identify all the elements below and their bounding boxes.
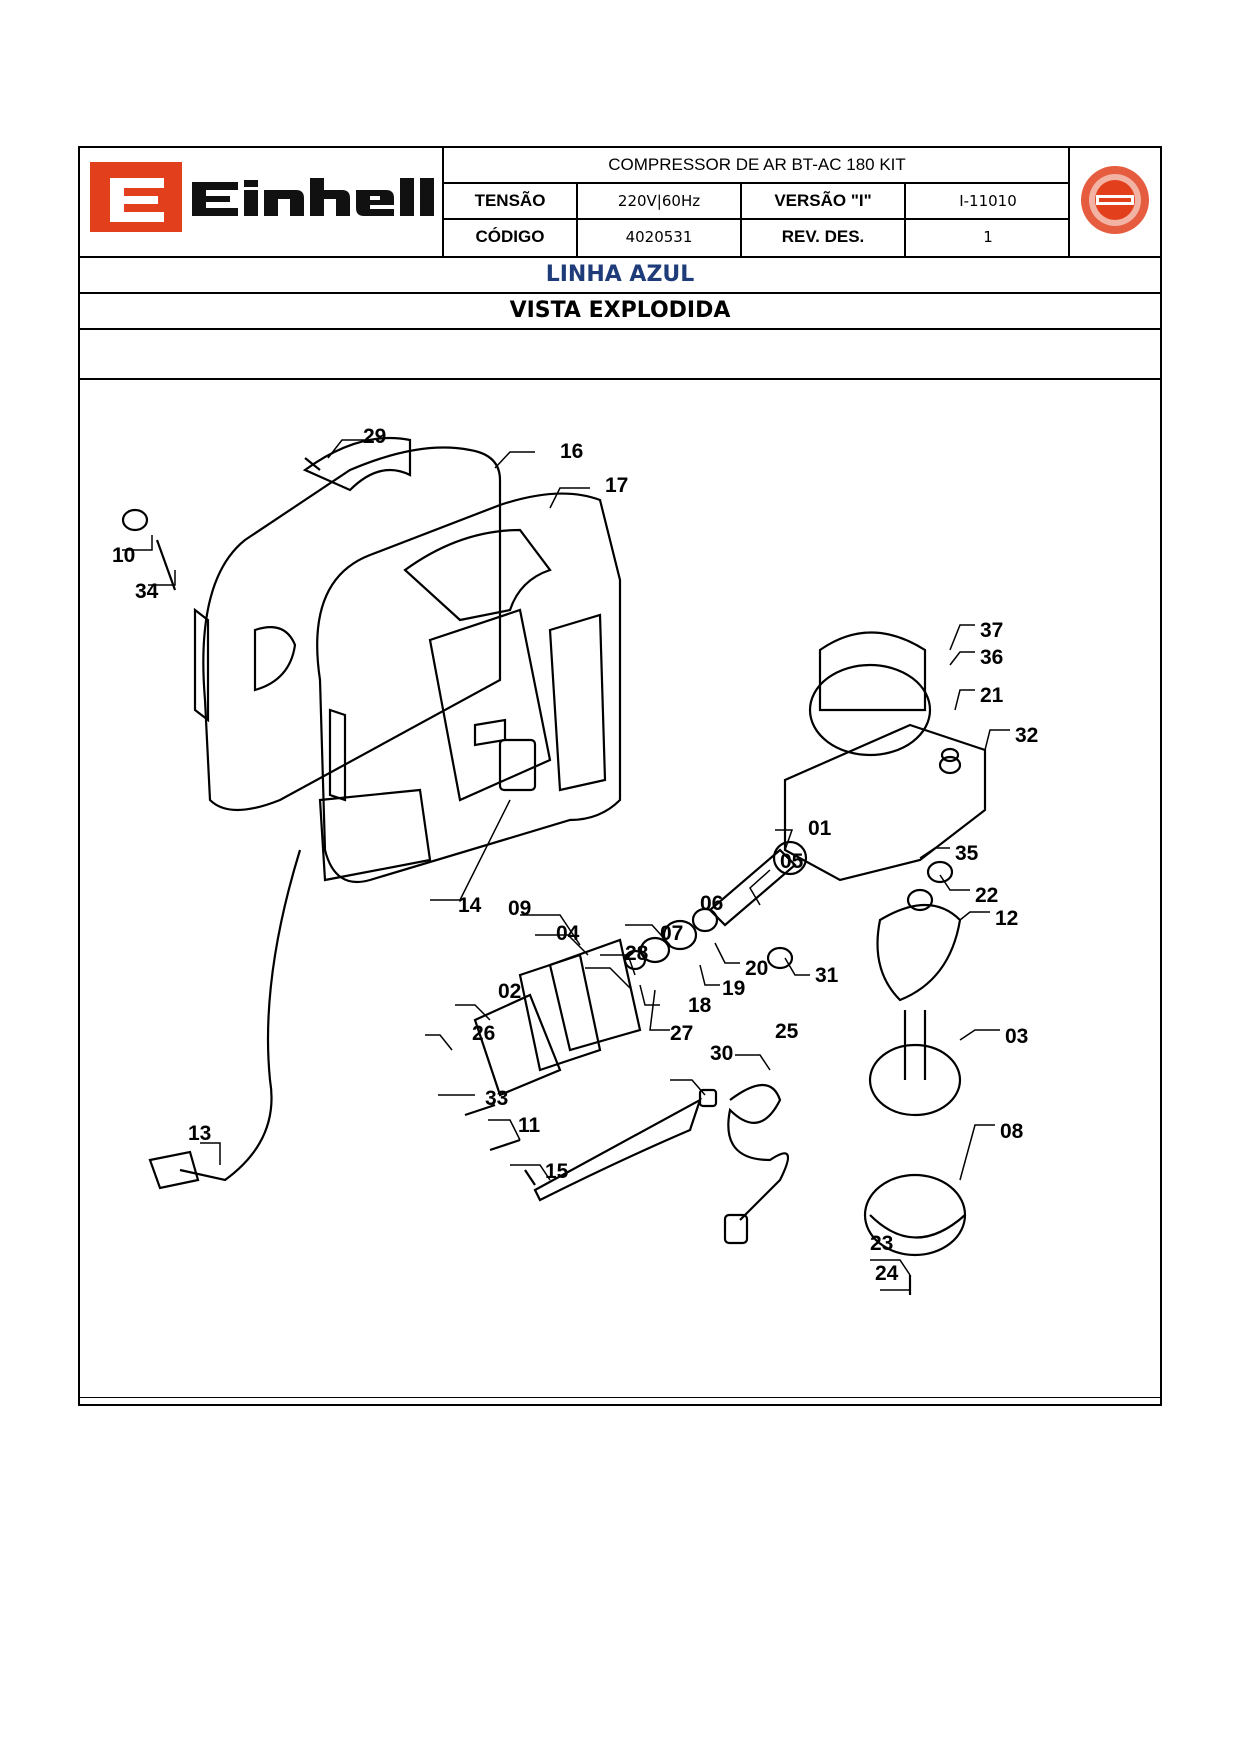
datasheet: COMPRESSOR DE AR BT-AC 180 KIT TENSÃO 22…	[78, 146, 1162, 1406]
exploded-view: 29 16 17 10 34 14 13 09 04 28 07 06 05 0…	[80, 380, 1160, 1402]
callout-33: 33	[485, 1087, 508, 1110]
callout-27: 27	[670, 1022, 693, 1045]
callout-01: 01	[808, 817, 832, 840]
callout-37: 37	[980, 619, 1003, 642]
logo-cell	[80, 148, 444, 256]
rev-label: REV. DES.	[742, 220, 906, 256]
header-row-tensao: TENSÃO 220V|60Hz VERSÃO "I" I-11010	[444, 184, 1070, 220]
callout-10: 10	[112, 544, 135, 567]
callout-34: 34	[135, 580, 159, 603]
callout-12: 12	[995, 907, 1018, 930]
callout-15: 15	[545, 1160, 569, 1183]
callout-16: 16	[560, 440, 583, 463]
authorized-service-seal	[1081, 166, 1149, 234]
callout-22: 22	[975, 884, 998, 907]
callout-09: 09	[508, 897, 531, 920]
callout-18: 18	[688, 994, 712, 1017]
callout-25: 25	[775, 1020, 799, 1043]
blank-row	[80, 330, 1160, 380]
leader-lines	[122, 439, 1010, 1291]
callout-23: 23	[870, 1232, 893, 1255]
callout-20: 20	[745, 957, 768, 980]
callout-13: 13	[188, 1122, 211, 1145]
callout-05: 05	[780, 850, 804, 873]
callout-32: 32	[1015, 724, 1038, 747]
seal-cell	[1068, 148, 1160, 256]
callout-17: 17	[605, 474, 628, 497]
vista-row: VISTA EXPLODIDA	[80, 294, 1160, 330]
rev-value: 1	[983, 228, 993, 246]
callout-28: 28	[625, 942, 649, 965]
callout-26: 26	[472, 1022, 495, 1045]
versao-label: VERSÃO "I"	[742, 184, 906, 218]
callout-06: 06	[700, 892, 723, 915]
callout-29: 29	[363, 425, 386, 448]
callout-08: 08	[1000, 1120, 1024, 1143]
tensao-value: 220V|60Hz	[578, 184, 742, 218]
callout-04: 04	[556, 922, 580, 945]
codigo-label: CÓDIGO	[444, 220, 578, 256]
callout-07: 07	[660, 922, 683, 945]
linha-row: LINHA AZUL	[80, 258, 1160, 294]
tensao-label: TENSÃO	[444, 184, 578, 218]
product-title: COMPRESSOR DE AR BT-AC 180 KIT	[444, 148, 1070, 184]
bottom-rule	[80, 1397, 1160, 1398]
part-outlines	[121, 436, 987, 1295]
exploded-view-drawing: 29 16 17 10 34 14 13 09 04 28 07 06 05 0…	[112, 425, 1038, 1295]
header-info: COMPRESSOR DE AR BT-AC 180 KIT TENSÃO 22…	[444, 148, 1070, 256]
callout-36: 36	[980, 646, 1003, 669]
callout-19: 19	[722, 977, 745, 1000]
header-row-codigo: CÓDIGO 4020531 REV. DES. 1	[444, 220, 1070, 256]
callout-24: 24	[875, 1262, 899, 1285]
callout-labels: 29 16 17 10 34 14 13 09 04 28 07 06 05 0…	[112, 425, 1038, 1285]
callout-31: 31	[815, 964, 839, 987]
codigo-value: 4020531	[578, 220, 742, 256]
callout-35: 35	[955, 842, 979, 865]
callout-14: 14	[458, 894, 482, 917]
callout-11: 11	[518, 1114, 541, 1137]
callout-03: 03	[1005, 1025, 1028, 1048]
callout-30: 30	[710, 1042, 733, 1065]
einhell-logo	[90, 162, 434, 232]
header-row: COMPRESSOR DE AR BT-AC 180 KIT TENSÃO 22…	[80, 148, 1160, 258]
versao-value: I-11010	[959, 192, 1017, 210]
callout-21: 21	[980, 684, 1004, 707]
callout-02: 02	[498, 980, 521, 1003]
